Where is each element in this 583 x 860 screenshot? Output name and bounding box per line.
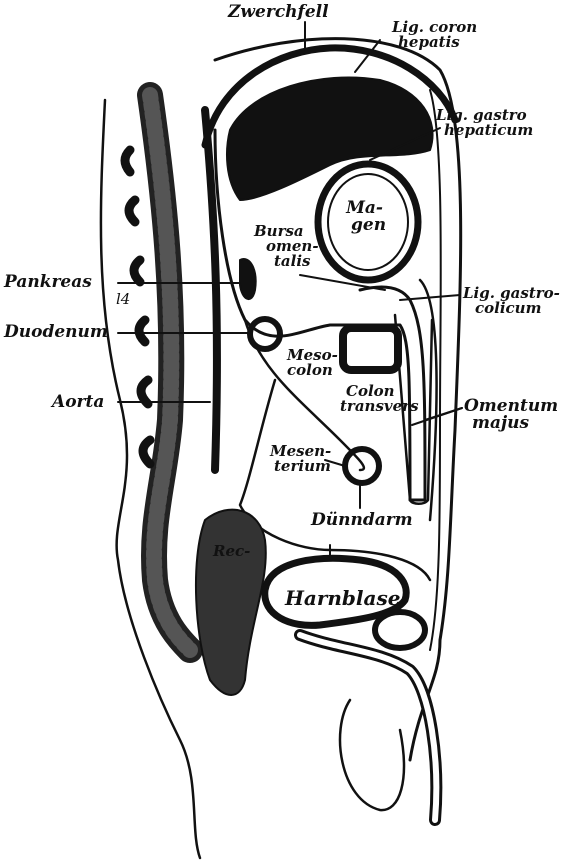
label-zwerchfell: Zwerchfell [228, 4, 329, 21]
small-intestine [345, 449, 379, 483]
label-lig-gastrocol-line2: colicum [463, 301, 560, 316]
rectum [196, 510, 266, 695]
label-harnblase: Harnblase [285, 588, 400, 608]
label-lig-gastrocolicum: Lig. gastro- colicum [463, 286, 560, 316]
label-omentum-line2: majus [464, 415, 558, 432]
label-lig-coron-line2: hepatis [392, 35, 477, 50]
label-rectum: Rec- [213, 544, 250, 559]
label-bursa-line3: talis [254, 254, 319, 269]
urethra [300, 635, 436, 820]
label-magen: Ma- gen [343, 200, 386, 234]
label-lig-gastro-hepaticum: Lig. gastro hepaticum [436, 108, 533, 138]
vertebra-mark: l4 [116, 292, 130, 307]
label-duenndarm: Dünndarm [311, 512, 413, 529]
label-colon-line2: transvers [340, 399, 419, 414]
label-aorta: Aorta [52, 394, 104, 411]
label-lig-coron-hepatis: Lig. coron hepatis [392, 20, 477, 50]
label-pankreas: Pankreas [4, 274, 92, 291]
label-mesocolon-line2: colon [287, 363, 338, 378]
label-duodenum: Duodenum [4, 324, 108, 341]
label-mesocolon: Meso- colon [287, 348, 338, 378]
label-lig-gastro-hep-line2: hepaticum [436, 123, 533, 138]
label-mesenterium: Mesen- terium [270, 444, 331, 474]
label-magen-line2: gen [343, 217, 386, 234]
colon-transversum [343, 328, 398, 370]
prostate [375, 612, 425, 648]
label-bursa-omentalis: Bursa omen- talis [254, 224, 319, 269]
label-omentum-majus: Omentum majus [464, 398, 558, 432]
label-mesenterium-line2: terium [270, 459, 331, 474]
scrotum [340, 700, 404, 810]
label-colon-transvers: Colon transvers [340, 384, 419, 414]
